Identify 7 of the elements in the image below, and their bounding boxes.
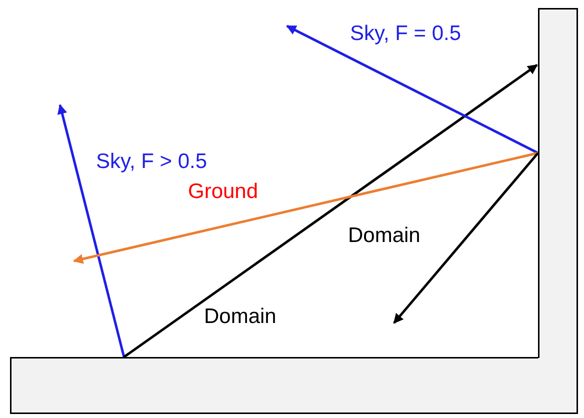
arrow [393,152,539,324]
edge-label: Sky, F = 0.5 [348,22,464,46]
arrow [123,64,538,358]
edge-label: Sky, F > 0.5 [94,150,210,174]
arrow [286,24,539,154]
arrow [57,104,126,358]
arrow [73,152,538,264]
